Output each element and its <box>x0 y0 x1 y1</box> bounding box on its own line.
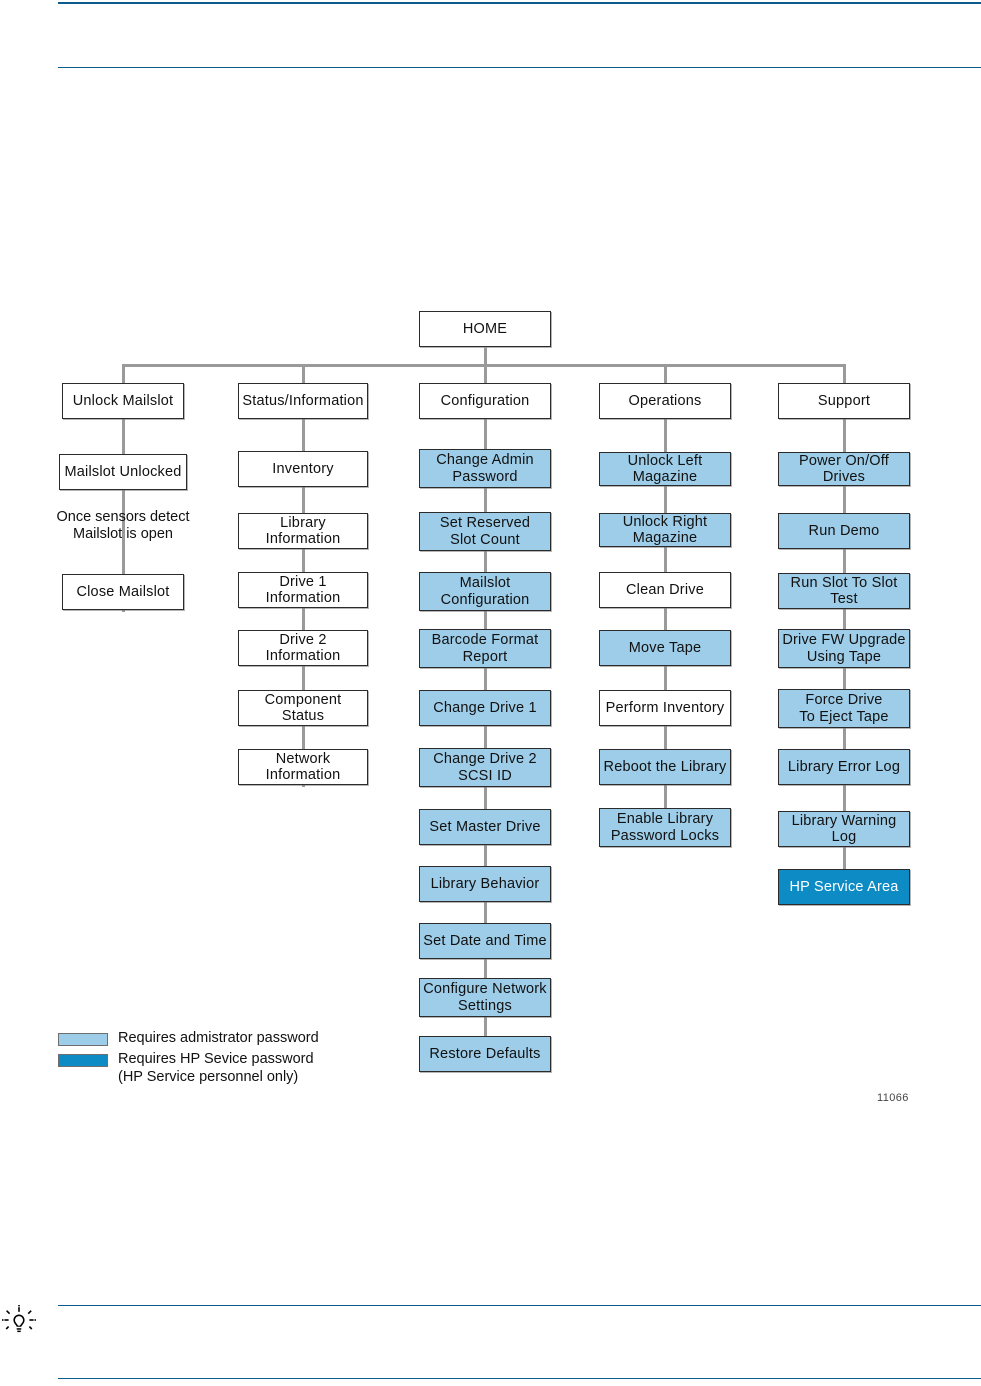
legend-swatch-service <box>58 1054 108 1067</box>
node-operations[interactable]: Operations <box>599 383 731 419</box>
node-library-information[interactable]: Library Information <box>238 513 368 549</box>
node-support[interactable]: Support <box>778 383 910 419</box>
legend-swatch-admin <box>58 1033 108 1046</box>
node-drive-2-information[interactable]: Drive 2 Information <box>238 630 368 666</box>
connector-bus-drop-5 <box>843 364 846 383</box>
node-network-information[interactable]: Network Information <box>238 749 368 785</box>
node-inventory[interactable]: Inventory <box>238 451 368 487</box>
node-library-warning-log[interactable]: Library Warning Log <box>778 811 910 847</box>
note-once-sensors-detect: Once sensors detect Mailslot is open <box>56 509 190 543</box>
node-power-on-off-drives[interactable]: Power On/Off Drives <box>778 452 910 486</box>
node-set-reserved-slot-count[interactable]: Set Reserved Slot Count <box>419 512 551 551</box>
connector-bus-drop-2 <box>302 364 305 383</box>
legend-label-admin: Requires admistrator password <box>118 1030 319 1046</box>
legend-row-service: Requires HP Sevice password (HP Service … <box>58 1051 314 1086</box>
node-close-mailslot[interactable]: Close Mailslot <box>62 574 184 610</box>
node-unlock-mailslot[interactable]: Unlock Mailslot <box>62 383 184 419</box>
node-mailslot-unlocked[interactable]: Mailslot Unlocked <box>59 454 187 490</box>
node-home[interactable]: HOME <box>419 311 551 347</box>
node-change-admin-password[interactable]: Change Admin Password <box>419 449 551 488</box>
node-mailslot-configuration[interactable]: Mailslot Configuration <box>419 572 551 611</box>
connector-bus-drop-4 <box>664 364 667 383</box>
node-change-drive-1[interactable]: Change Drive 1 <box>419 690 551 726</box>
node-run-slot-to-slot-test[interactable]: Run Slot To Slot Test <box>778 573 910 609</box>
node-library-error-log[interactable]: Library Error Log <box>778 749 910 785</box>
node-barcode-format-report[interactable]: Barcode Format Report <box>419 629 551 668</box>
node-move-tape[interactable]: Move Tape <box>599 630 731 666</box>
node-status-information[interactable]: Status/Information <box>238 383 368 419</box>
header-rule-top <box>58 2 981 4</box>
connector-col3-chain <box>484 419 487 1037</box>
legend-label-service: Requires HP Sevice password (HP Service … <box>118 1051 314 1085</box>
node-set-date-and-time[interactable]: Set Date and Time <box>419 923 551 959</box>
node-library-behavior[interactable]: Library Behavior <box>419 866 551 902</box>
header-rule-bottom <box>58 67 981 68</box>
node-set-master-drive[interactable]: Set Master Drive <box>419 809 551 845</box>
node-restore-defaults[interactable]: Restore Defaults <box>419 1036 551 1072</box>
figure-id-label: 11066 <box>877 1092 909 1104</box>
connector-bus-drop-1 <box>122 364 125 383</box>
node-run-demo[interactable]: Run Demo <box>778 513 910 549</box>
node-unlock-right-magazine[interactable]: Unlock Right Magazine <box>599 513 731 547</box>
node-hp-service-area[interactable]: HP Service Area <box>778 869 910 905</box>
node-change-drive-2-scsi-id[interactable]: Change Drive 2 SCSI ID <box>419 748 551 787</box>
node-drive-1-information[interactable]: Drive 1 Information <box>238 572 368 608</box>
node-component-status[interactable]: Component Status <box>238 690 368 726</box>
node-configuration[interactable]: Configuration <box>419 383 551 419</box>
connector-col4-chain <box>664 419 667 810</box>
node-enable-library-password-locks[interactable]: Enable Library Password Locks <box>599 808 731 847</box>
node-configure-network-settings[interactable]: Configure Network Settings <box>419 978 551 1017</box>
legend-row-admin: Requires admistrator password <box>58 1030 319 1048</box>
node-unlock-left-magazine[interactable]: Unlock Left Magazine <box>599 452 731 486</box>
node-perform-inventory[interactable]: Perform Inventory <box>599 690 731 726</box>
node-drive-fw-upgrade-using-tape[interactable]: Drive FW Upgrade Using Tape <box>778 629 910 668</box>
connector-bus-drop-3 <box>484 364 487 383</box>
node-clean-drive[interactable]: Clean Drive <box>599 572 731 608</box>
footer-rule-bottom <box>58 1378 981 1379</box>
node-force-drive-to-eject-tape[interactable]: Force Drive To Eject Tape <box>778 689 910 728</box>
connector-col1-chain <box>122 419 125 612</box>
lightbulb-tip-icon <box>2 1305 36 1339</box>
node-reboot-the-library[interactable]: Reboot the Library <box>599 749 731 785</box>
connector-root-drop <box>484 347 487 366</box>
footer-rule-top <box>58 1305 981 1306</box>
